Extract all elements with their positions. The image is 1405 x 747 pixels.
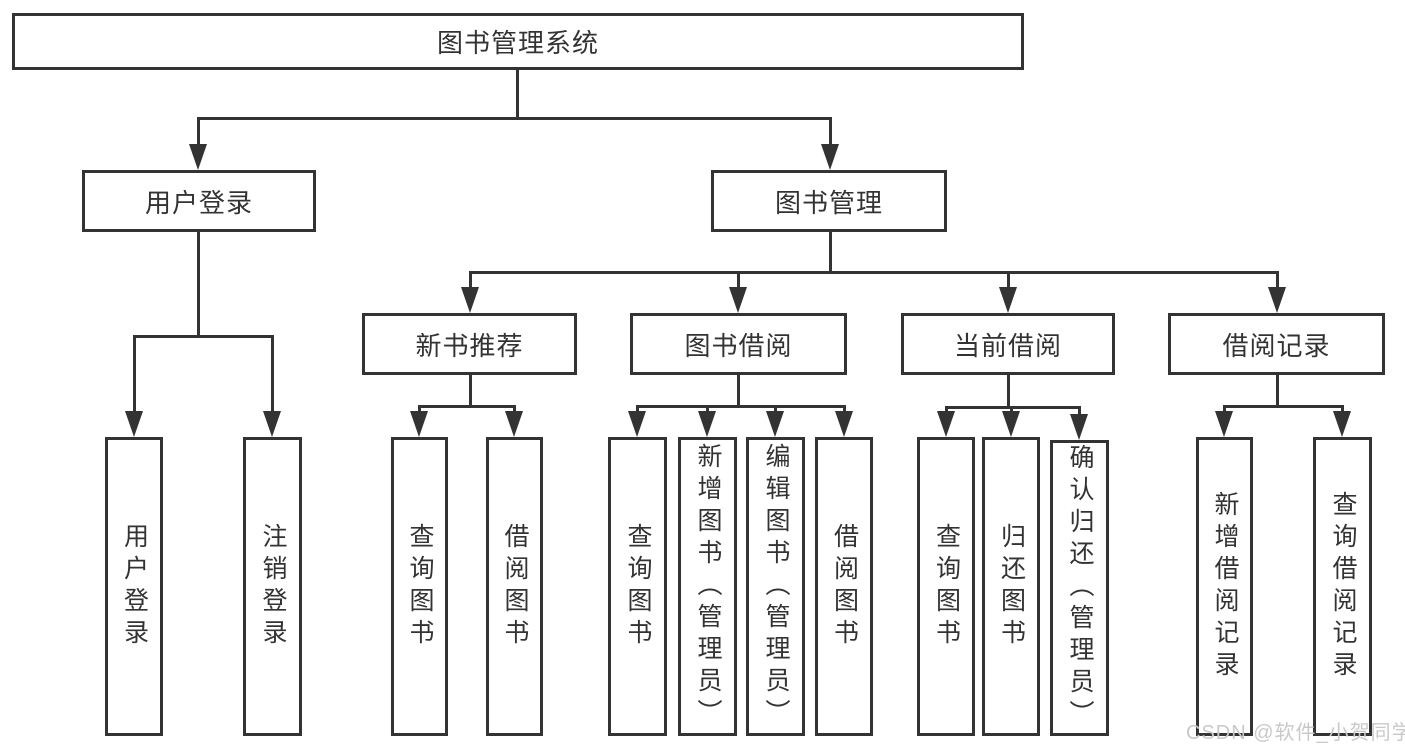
connector-line [418,405,516,408]
node-label: 用户登录 [120,522,149,651]
connector-line [945,406,1081,409]
node-label: 编辑图书（管理员） [762,442,790,731]
connector-line [829,232,832,271]
leaf-user-login: 用户登录 [105,437,163,736]
connector-line [737,271,740,291]
arrow-down-icon [263,411,281,437]
arrow-down-icon [1215,411,1233,437]
connector-line [829,117,832,149]
leaf-query-borrow-record: 查询借阅记录 [1313,437,1372,736]
arrow-down-icon [505,411,523,437]
connector-line [469,375,472,405]
leaf-logout: 注销登录 [243,437,302,736]
arrow-down-icon [125,411,143,437]
arrow-down-icon [1333,411,1351,437]
leaf-add-borrow-record: 新增借阅记录 [1196,437,1253,736]
leaf-query-books-borrowing: 查询图书 [608,437,667,736]
connector-line [271,335,274,415]
node-label: 用户登录 [144,187,253,218]
node-label: 图书借阅 [684,330,793,361]
arrow-down-icon [729,287,747,313]
arrow-down-icon [766,411,784,437]
arrow-down-icon [1070,414,1088,440]
node-label: 查询图书 [932,522,961,651]
node-label: 借阅记录 [1222,330,1331,361]
node-label: 借阅图书 [501,522,529,651]
arrow-down-icon [835,411,853,437]
connector-line [133,335,274,338]
arrow-down-icon [628,411,646,437]
connector-line [197,117,200,149]
leaf-query-books-current: 查询图书 [917,437,975,736]
arrow-down-icon [1268,287,1286,313]
node-new-book-recommendation: 新书推荐 [362,313,577,375]
connector-line [197,232,200,335]
node-book-borrowing: 图书借阅 [630,313,847,375]
node-label: 查询借阅记录 [1329,490,1357,683]
arrow-down-icon [999,287,1017,313]
node-book-management: 图书管理 [711,170,947,232]
arrow-down-icon [410,411,428,437]
node-current-borrowing: 当前借阅 [901,313,1115,375]
connector-line [516,70,519,117]
node-label: 图书管理系统 [436,28,599,58]
connector-line [737,375,740,405]
node-label: 当前借阅 [953,330,1062,361]
arrow-down-icon [698,411,716,437]
connector-line [469,271,1279,274]
connector-line [197,117,832,120]
leaf-query-books-recommend: 查询图书 [391,437,448,736]
node-user-login: 用户登录 [82,170,316,232]
arrow-down-icon [189,144,207,170]
connector-line [1223,405,1344,408]
connector-line [1007,271,1010,291]
leaf-borrow-books-recommend: 借阅图书 [486,437,543,736]
node-label: 查询图书 [624,522,652,651]
leaf-confirm-return-admin: 确认归还（管理员） [1050,440,1109,736]
connector-line [1276,271,1279,291]
connector-line [636,405,846,408]
connector-line [469,271,472,291]
watermark: CSDN @软件_小贺同学 [1186,722,1405,744]
node-label: 图书管理 [774,187,883,218]
node-label: 确认归还（管理员） [1066,444,1094,732]
node-label: 归还图书 [997,522,1026,651]
connector-line [1276,375,1279,405]
node-label: 注销登录 [259,522,287,651]
arrow-down-icon [461,287,479,313]
leaf-edit-books-admin: 编辑图书（管理员） [746,437,805,736]
arrow-down-icon [1002,411,1020,437]
connector-line [133,335,136,415]
arrow-down-icon [821,144,839,170]
arrow-down-icon [937,411,955,437]
leaf-add-books-admin: 新增图书（管理员） [678,437,737,736]
leaf-return-books: 归还图书 [982,437,1040,736]
node-label: 查询图书 [406,522,434,651]
node-label: 新增借阅记录 [1211,490,1239,683]
connector-line [1007,375,1010,406]
leaf-borrow-books-borrowing: 借阅图书 [815,437,873,736]
node-label: 新书推荐 [415,330,524,361]
node-label: 借阅图书 [830,522,859,651]
node-borrowing-records: 借阅记录 [1168,313,1385,375]
node-label: 新增图书（管理员） [694,442,722,731]
node-library-system: 图书管理系统 [12,13,1024,70]
connector-line [1078,406,1081,417]
